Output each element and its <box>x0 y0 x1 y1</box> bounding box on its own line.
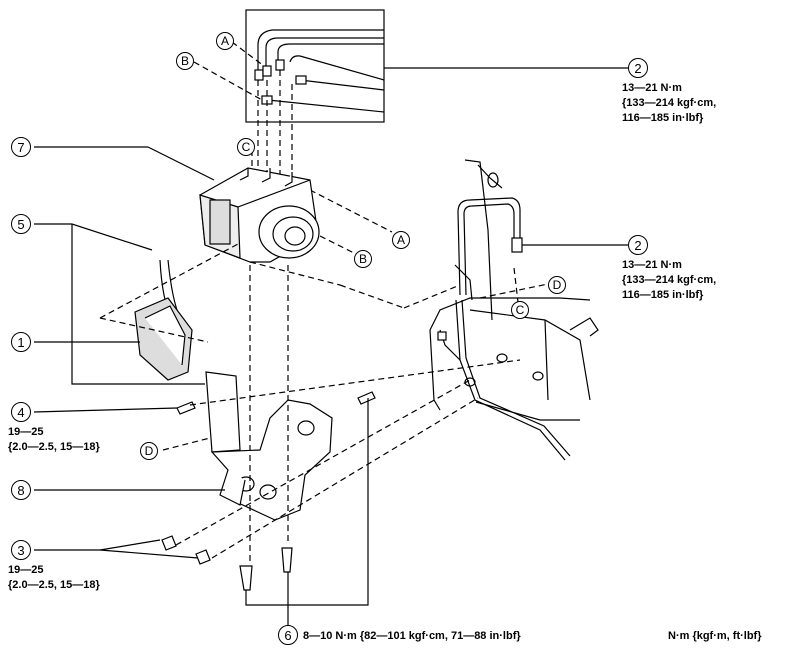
marker-a-mid: A <box>392 231 410 249</box>
torque-spec-nut-3: 19—25 {2.0—2.5, 15—18} <box>8 564 100 591</box>
brake-pipe-body <box>455 197 571 461</box>
brake-pipe-inset <box>245 9 385 123</box>
connector-guide-lines <box>99 243 239 343</box>
torque-spec-pipe-top: 13—21 N·m {133—214 kgf·cm, 116—185 in·lb… <box>622 82 717 124</box>
callout-2-brake-pipe-right: 2 <box>628 235 648 255</box>
callout-4-bolt: 4 <box>11 402 31 422</box>
marker-a-top: A <box>216 32 234 50</box>
bracket-guide-lines <box>162 261 549 565</box>
callout-6-stud: 6 <box>278 625 298 645</box>
callout-3-nut: 3 <box>11 540 31 560</box>
marker-c-top: C <box>237 138 255 156</box>
callout-2-brake-pipe-top: 2 <box>628 58 648 78</box>
marker-c-right: C <box>511 301 529 319</box>
torque-spec-bolt-4: 19—25 {2.0—2.5, 15—18} <box>8 426 100 453</box>
torque-units-legend: N·m {kgf·m, ft·lbf} <box>668 630 762 642</box>
marker-b-top: B <box>176 52 194 70</box>
torque-spec-pipe-right: 13—21 N·m {133—214 kgf·cm, 116—185 in·lb… <box>622 259 717 301</box>
marker-b-mid: B <box>354 250 372 268</box>
callout-7-hu-cm: 7 <box>11 137 31 157</box>
abs-hu-cm-unit <box>199 167 320 263</box>
abs-bracket <box>205 371 333 521</box>
callout-1-connector: 1 <box>11 332 31 352</box>
abs-connector <box>134 259 193 381</box>
marker-d-right: D <box>548 276 566 294</box>
inset-guide-lines <box>193 41 393 255</box>
callout-8-bracket: 8 <box>11 480 31 500</box>
torque-spec-stud-6: 8—10 N·m {82—101 kgf·cm, 71—88 in·lbf} <box>303 630 521 642</box>
marker-d-left: D <box>140 442 158 460</box>
callout-5-abs-unit: 5 <box>11 214 31 234</box>
bolts-and-nuts <box>161 391 376 591</box>
